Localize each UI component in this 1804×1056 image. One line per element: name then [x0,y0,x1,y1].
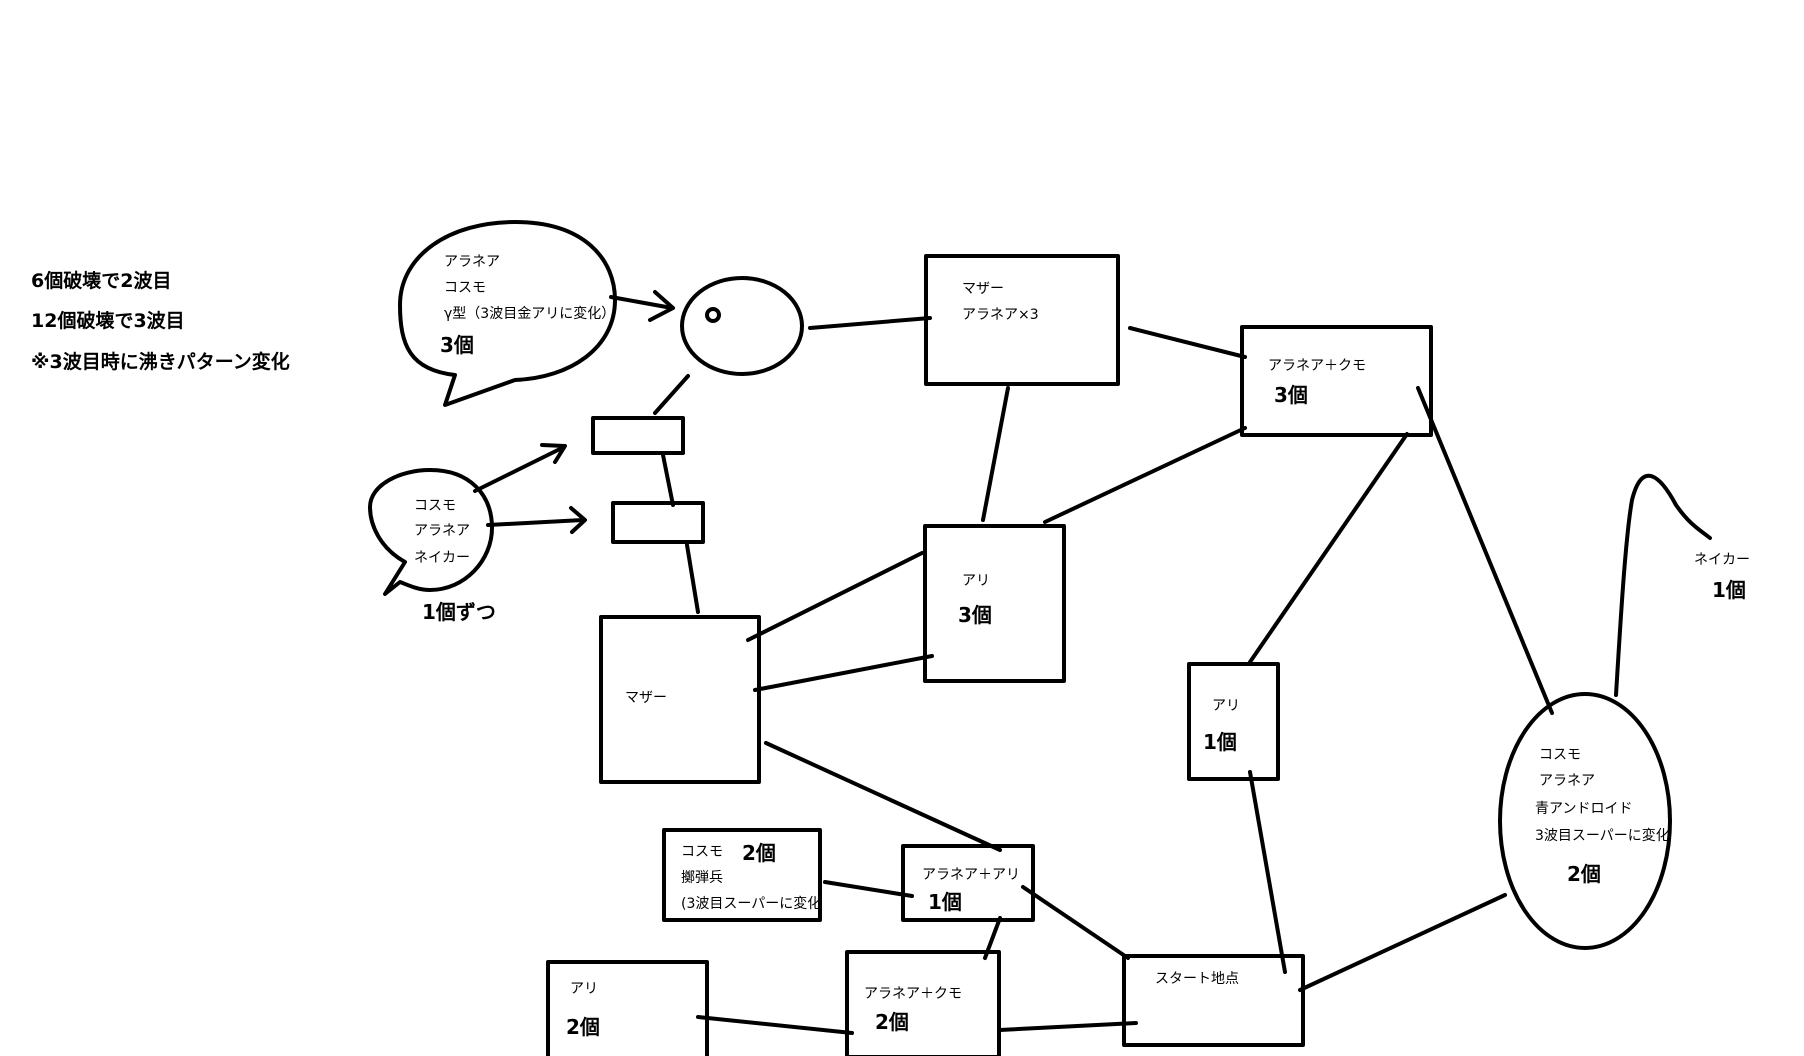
connector [661,453,675,507]
aranea-ari-count: 1個 [928,890,962,914]
speech-bubble-left [368,468,494,596]
connector [696,1015,854,1035]
neika-count: 1個 [1712,578,1746,602]
aranea-ari-box [901,844,1035,922]
start-box [1122,954,1305,1047]
note-line-1: 6個破壊で2波目 [31,270,172,292]
arrow [486,518,585,527]
ari-right-count: 1個 [1203,730,1237,754]
aranea-kumo-top-count: 3個 [1274,383,1308,407]
connector [998,1021,1138,1032]
ari-bottom-count: 2個 [566,1015,600,1039]
speech-top-line-3: γ型（3波目金アリに変化） [444,306,616,322]
speech-top-count: 3個 [440,333,474,357]
connector [823,880,914,898]
aranea-kumo-top-label: アラネア＋クモ [1268,358,1366,374]
speech-top-line-2: コスモ [444,280,486,296]
start-label: スタート地点 [1155,971,1239,987]
oval-line-2: アラネア [1539,773,1595,789]
connector [685,543,700,614]
ari-center-box [923,524,1066,683]
aranea-kumo-bottom-box [845,950,1001,1056]
speech-left-line-2: アラネア [414,523,470,539]
connector [1128,326,1247,359]
note-line-2: 12個破壊で3波目 [31,310,185,332]
mother-top-line-1: マザー [962,281,1004,297]
speech-left-count: 1個ずつ [422,600,496,624]
connector [653,374,690,415]
speech-left-line-3: ネイカー [414,550,470,566]
mother-top-line-2: アラネア×3 [962,307,1039,323]
arrow [609,295,674,310]
neika-label: ネイカー [1694,552,1750,568]
circle-node [680,276,804,376]
mother-left-box [599,615,761,784]
small-rect-bottom [611,501,705,544]
ari-right-box [1187,662,1280,781]
connector [981,386,1010,522]
mother-left-label: マザー [625,690,667,706]
cosmo-box-line-2: 擲弾兵 [681,870,723,886]
cosmo-box-count: 2個 [742,841,776,865]
cosmo-box-label: コスモ [681,844,723,860]
aranea-ari-label: アラネア＋アリ [922,867,1020,883]
ari-center-count: 3個 [958,603,992,627]
connector [764,741,1002,852]
connector [1298,893,1507,992]
arrow-head [569,506,587,534]
speech-top-line-1: アラネア [444,254,500,270]
connector [1416,386,1554,715]
connector [808,316,932,330]
oval-count: 2個 [1567,862,1601,886]
arrow-head [540,443,567,464]
speech-left-line-1: コスモ [414,498,456,514]
circle-dot [705,307,721,323]
aranea-kumo-top-box [1240,325,1433,437]
oval-right [1498,692,1672,950]
connector [1021,885,1130,960]
ari-bottom-label: アリ [570,981,598,997]
connector [746,551,924,642]
aranea-kumo-bottom-count: 2個 [875,1010,909,1034]
cosmo-box [662,828,822,922]
speech-bubble-top [398,220,617,407]
arrow-head [648,290,675,322]
oval-line-3: 青アンドロイド [1535,801,1633,817]
ari-right-label: アリ [1212,698,1240,714]
oval-line-4: 3波目スーパーに変化 [1535,828,1670,844]
ari-center-label: アリ [962,573,990,589]
connector [1043,426,1247,524]
connector [1248,770,1287,974]
connector [983,916,1002,960]
note-line-3: ※3波目時に沸きパターン変化 [31,351,290,373]
aranea-kumo-bottom-label: アラネア＋クモ [864,986,962,1002]
connector [753,654,934,692]
connector-curve [1614,473,1712,697]
small-rect-top [591,416,685,455]
cosmo-box-line-3: (3波目スーパーに変化 [681,896,822,912]
oval-line-1: コスモ [1539,747,1581,763]
ari-bottom-box [546,960,709,1056]
arrow [473,445,566,493]
connector [1248,432,1409,664]
